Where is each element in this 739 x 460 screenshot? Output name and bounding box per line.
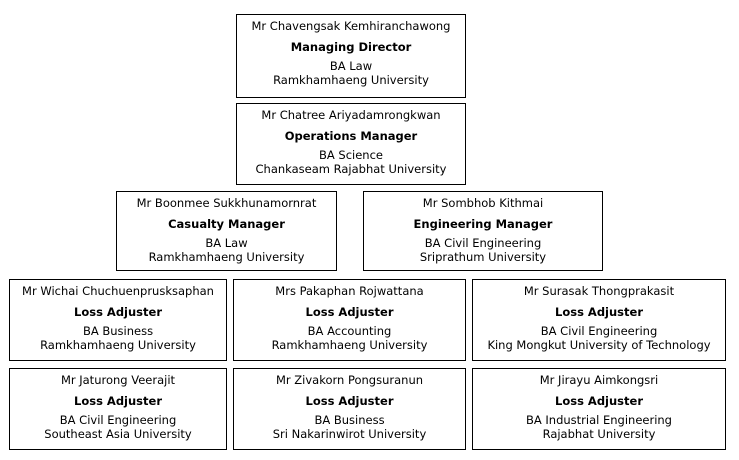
staff-school: Sri Nakarinwirot University — [272, 426, 427, 441]
staff-school: Ramkhamhaeng University — [148, 249, 305, 264]
staff-degree: BA Civil Engineering — [424, 236, 542, 250]
staff-title: Loss Adjuster — [305, 393, 394, 408]
staff-title: Engineering Manager — [413, 216, 553, 231]
staff-card-casualty-manager: Mr Boonmee Sukkhunamornrat Casualty Mana… — [116, 191, 337, 271]
staff-school: Ramkhamhaeng University — [40, 337, 196, 352]
staff-card-loss-adjuster: Mr Wichai Chuchuenprusksaphan Loss Adjus… — [9, 279, 227, 361]
staff-school: Chankaseam Rajabhat University — [255, 161, 447, 176]
staff-name: Mr Jirayu Aimkongsri — [539, 373, 659, 387]
staff-school: Sriprathum University — [419, 249, 547, 264]
staff-degree: BA Law — [329, 59, 373, 73]
staff-card-loss-adjuster: Mrs Pakaphan Rojwattana Loss Adjuster BA… — [233, 279, 466, 361]
staff-card-loss-adjuster: Mr Jaturong Veerajit Loss Adjuster BA Ci… — [9, 368, 227, 450]
staff-name: Mrs Pakaphan Rojwattana — [275, 284, 424, 298]
staff-card-operations-manager: Mr Chatree Ariyadamrongkwan Operations M… — [236, 103, 466, 185]
staff-card-loss-adjuster: Mr Jirayu Aimkongsri Loss Adjuster BA In… — [472, 368, 726, 450]
staff-card-loss-adjuster: Mr Surasak Thongprakasit Loss Adjuster B… — [472, 279, 726, 361]
staff-title: Loss Adjuster — [305, 304, 394, 319]
staff-title: Loss Adjuster — [555, 304, 643, 319]
staff-name: Mr Chatree Ariyadamrongkwan — [261, 108, 441, 122]
staff-degree: BA Civil Engineering — [59, 413, 177, 427]
staff-name: Mr Surasak Thongprakasit — [523, 284, 675, 298]
staff-title: Managing Director — [290, 39, 412, 54]
staff-name: Mr Jaturong Veerajit — [60, 373, 176, 387]
staff-degree: BA Industrial Engineering — [525, 413, 672, 427]
staff-school: Ramkhamhaeng University — [273, 72, 429, 87]
staff-card-loss-adjuster: Mr Zivakorn Pongsuranun Loss Adjuster BA… — [233, 368, 466, 450]
staff-degree: BA Law — [205, 236, 248, 250]
staff-title: Casualty Manager — [168, 216, 285, 231]
staff-degree: BA Science — [319, 148, 383, 162]
staff-card-managing-director: Mr Chavengsak Kemhiranchawong Managing D… — [236, 14, 466, 98]
staff-title: Loss Adjuster — [555, 393, 643, 408]
staff-name: Mr Zivakorn Pongsuranun — [275, 373, 424, 387]
staff-degree: BA Business — [82, 324, 154, 338]
staff-name: Mr Wichai Chuchuenprusksaphan — [22, 284, 214, 298]
staff-name: Mr Sombhob Kithmai — [422, 196, 544, 210]
staff-degree: BA Business — [314, 413, 385, 427]
staff-degree: BA Civil Engineering — [540, 324, 658, 338]
staff-title: Loss Adjuster — [74, 393, 162, 408]
staff-name: Mr Chavengsak Kemhiranchawong — [251, 19, 451, 33]
staff-school: Rajabhat University — [542, 426, 656, 441]
staff-school: Ramkhamhaeng University — [271, 337, 428, 352]
staff-card-engineering-manager: Mr Sombhob Kithmai Engineering Manager B… — [363, 191, 603, 271]
staff-name: Mr Boonmee Sukkhunamornrat — [136, 196, 317, 210]
staff-school: Southeast Asia University — [44, 426, 192, 441]
staff-title: Loss Adjuster — [74, 304, 162, 319]
staff-title: Operations Manager — [284, 128, 418, 143]
staff-school: King Mongkut University of Technology — [487, 337, 711, 352]
staff-degree: BA Accounting — [307, 324, 392, 338]
